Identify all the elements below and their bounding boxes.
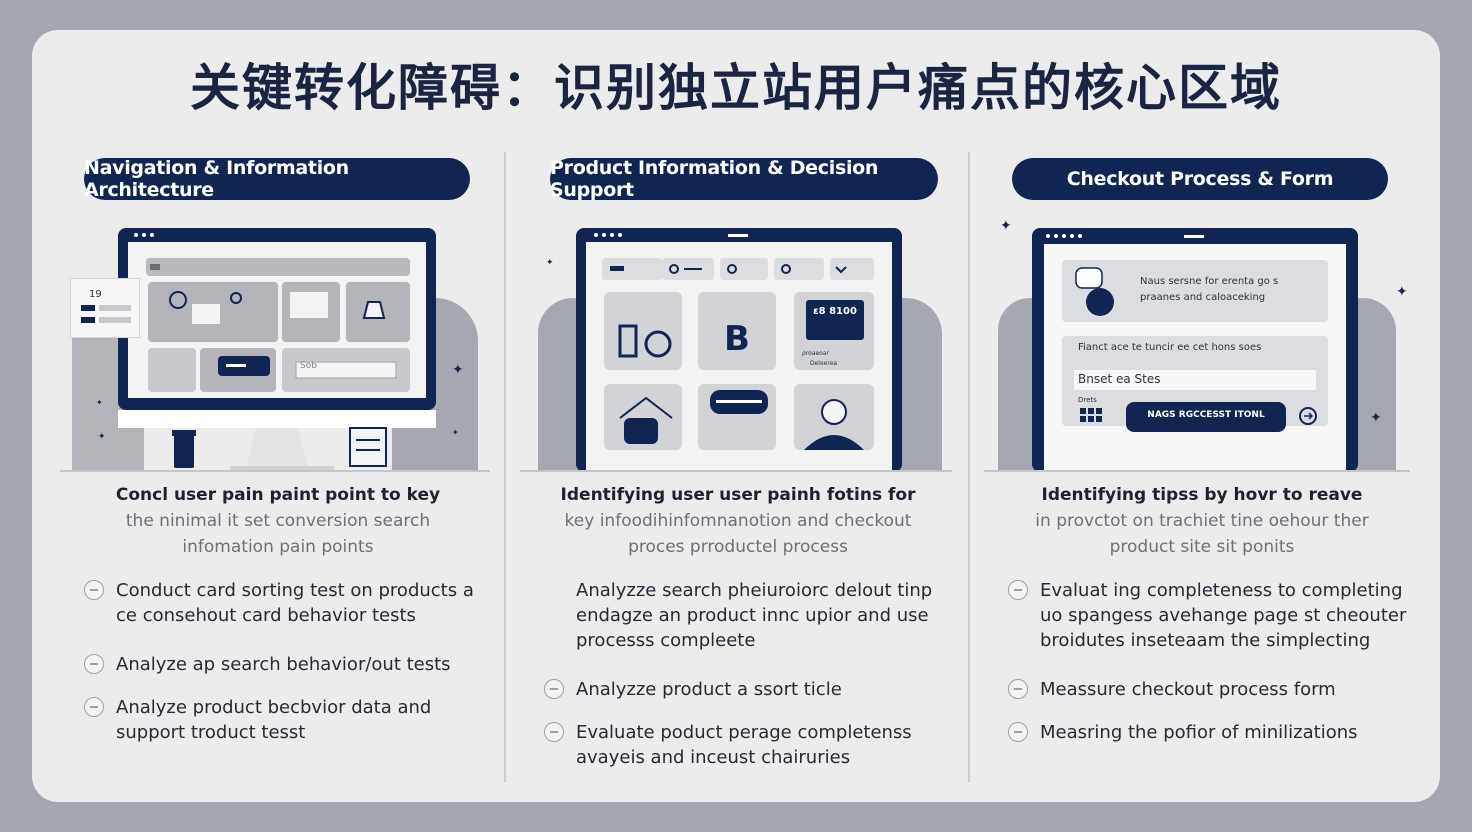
sparkle-icon: ✦ — [1396, 284, 1408, 300]
list-item: Measring the pofior of minilizations — [1008, 720, 1408, 745]
checkout-button[interactable]: NAGS RGCCESST ITONL — [1147, 410, 1265, 420]
list-item: Analyze product becbvior data and suppor… — [84, 695, 484, 745]
field-label: Fianct ace te tuncir ee cet hons soes — [1078, 342, 1262, 353]
list-item-text: Analyze product becbvior data and suppor… — [116, 697, 432, 743]
sparkle-icon: ✦ — [452, 362, 464, 378]
tablet-graphic: B — [576, 228, 902, 472]
column-divider — [504, 152, 506, 782]
bullet-dash-icon — [1008, 679, 1028, 699]
bullet-dash-icon — [84, 654, 104, 674]
small-label: Drets — [1078, 396, 1097, 404]
floor-line — [520, 470, 952, 472]
column-heading: Product Information & Decision Support — [550, 157, 938, 201]
bullet-dash-icon — [544, 679, 564, 699]
svg-text:B: B — [724, 319, 750, 359]
list-item: Meassure checkout process form — [1008, 677, 1408, 702]
column-description: Identifying tipss by hovr to reave in pr… — [984, 482, 1420, 560]
list-item: Evaluat ing completeness to completing u… — [1008, 578, 1408, 653]
field-value: Bnset ea Stes — [1078, 372, 1161, 386]
description-lead: Identifying tipss by hovr to reave — [1041, 485, 1363, 505]
description-sub: proces prroductel process — [628, 537, 848, 557]
floor-line — [984, 470, 1410, 472]
bullet-dash-icon — [1008, 722, 1028, 742]
list-item-text: Analyze ap search behavior/out tests — [116, 654, 451, 675]
sparkle-icon: ✦ — [1370, 410, 1382, 426]
list-item: Conduct card sorting test on products a … — [84, 578, 484, 628]
column-heading: Navigation & Information Architecture — [84, 157, 470, 201]
mock-field-text: Sob — [300, 361, 317, 371]
bullet-list: Analyzze search pheiuroiorc delout tinp … — [544, 578, 944, 796]
column-description: Concl user pain paint point to key the n… — [60, 482, 496, 560]
floor-line — [60, 470, 490, 472]
description-lead: Identifying user user painh fotins for — [560, 485, 916, 505]
column-product-information: Product Information & Decision Support B — [520, 157, 956, 778]
list-item-text: Measring the pofior of minilizations — [1040, 722, 1358, 743]
column-checkout: Checkout Process & Form Naus sersne for … — [984, 158, 1420, 778]
tablet-illustration: B ε8 8100 ρroaeoar Deleerea ✦ — [520, 222, 956, 472]
list-item: Analyzze search pheiuroiorc delout tinp … — [544, 578, 944, 653]
list-item-text: Meassure checkout process form — [1040, 679, 1336, 700]
page-title: 关键转化障碍：识别独立站用户痛点的核心区域 — [190, 59, 1282, 117]
checkout-illustration: Naus sersne for erenta go s praanes and … — [984, 218, 1420, 472]
description-lead: Concl user pain paint point to key — [115, 485, 441, 505]
bullet-list: Conduct card sorting test on products a … — [84, 578, 484, 771]
sparkle-icon: ✦ — [96, 398, 103, 407]
screen-graphic — [1032, 228, 1358, 472]
bullet-dash-icon — [84, 580, 104, 600]
price-label: ε8 8100 — [813, 306, 857, 317]
floating-panel: 19 — [70, 278, 140, 338]
info-text: Naus sersne for erenta go s praanes and … — [1140, 276, 1279, 303]
description-sub: in provctot on trachiet tine oehour ther — [1035, 511, 1369, 531]
bullet-dash-icon — [544, 722, 564, 742]
sparkle-icon: ✦ — [1000, 218, 1012, 234]
column-description: Identifying user user painh fotins for k… — [520, 482, 956, 560]
list-item-text: Analyzze product a ssort ticle — [576, 679, 842, 700]
column-heading: Checkout Process & Form — [1012, 158, 1388, 200]
sparkle-icon: ✦ — [546, 258, 554, 268]
sparkle-icon: ✦ — [452, 428, 459, 437]
list-item-text: Conduct card sorting test on products a … — [116, 580, 474, 626]
price-caption: ρroaeoar — [802, 350, 829, 357]
desktop-illustration: 19 Sob ✦ ✦ ✦ ✦ — [60, 222, 496, 472]
column-divider — [968, 152, 970, 782]
bullet-list: Evaluat ing completeness to completing u… — [1008, 578, 1408, 771]
column-navigation: Navigation & Information Architecture — [60, 157, 496, 778]
list-item: Analyzze product a ssort ticle — [544, 677, 944, 702]
list-item: Evaluate poduct perage completenss avaye… — [544, 720, 944, 770]
bullet-dash-icon — [1008, 580, 1028, 600]
bullet-dash-icon — [84, 697, 104, 717]
price-caption: Deleerea — [810, 360, 838, 367]
list-item-text: Evaluate poduct perage completenss avaye… — [576, 722, 912, 768]
list-item-text: Evaluat ing completeness to completing u… — [1040, 580, 1407, 651]
panel-label: 19 — [89, 289, 102, 300]
description-sub: infomation pain points — [182, 537, 374, 557]
description-sub: key infoodihinfomnanotion and checkout — [564, 511, 912, 531]
list-item-text: Analyzze search pheiuroiorc delout tinp … — [576, 580, 933, 651]
description-sub: the ninimal it set conversion search — [125, 511, 431, 531]
sparkle-icon: ✦ — [98, 432, 106, 442]
description-sub: product site sit ponits — [1109, 537, 1295, 557]
monitor-graphic — [118, 228, 436, 472]
list-item: Analyze ap search behavior/out tests — [84, 652, 484, 677]
